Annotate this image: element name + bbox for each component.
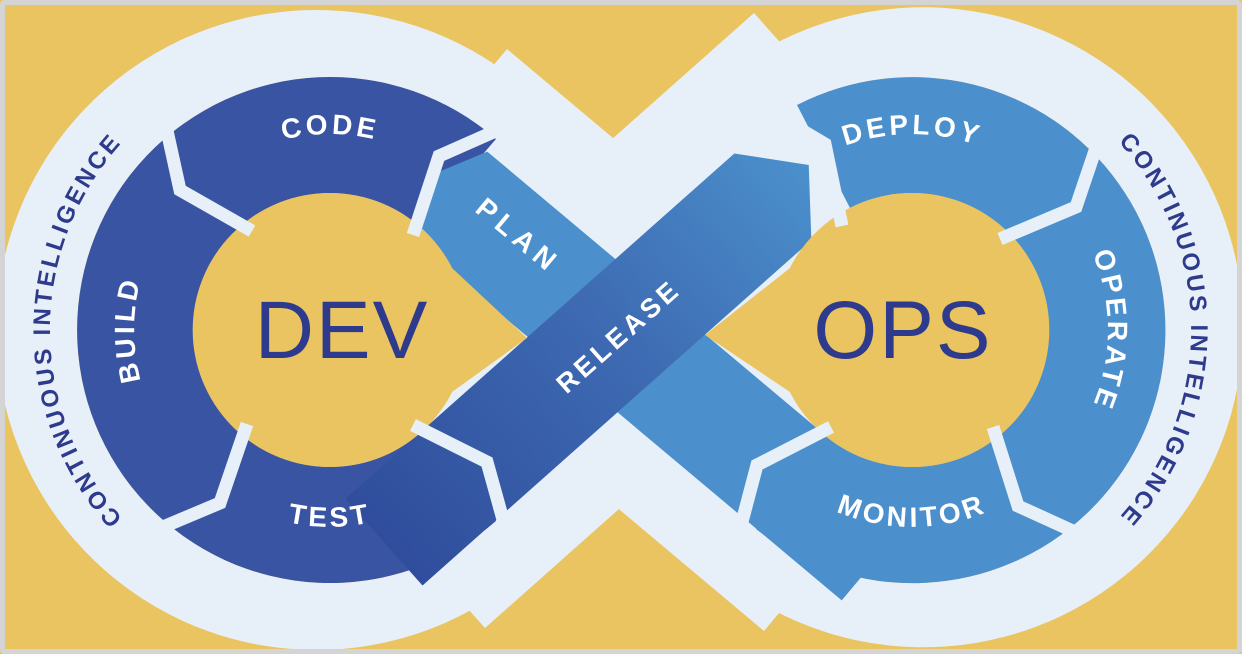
dev-core-tail xyxy=(452,268,527,392)
plan-ribbon-shape xyxy=(412,151,917,601)
chevron-operate-to-monitor xyxy=(986,425,1089,543)
track-arc-left xyxy=(0,10,522,650)
dev-label: DEV xyxy=(255,285,430,376)
ops-label: OPS xyxy=(813,285,992,376)
track-arc-right xyxy=(720,7,1242,648)
ops-ring xyxy=(756,77,1166,584)
chevron-monitor-to-plan xyxy=(731,421,834,539)
chevron-plan-to-code xyxy=(406,120,510,238)
chevron-code-to-build xyxy=(157,115,256,237)
ops-core-tail xyxy=(705,268,790,392)
dev-ring xyxy=(77,76,497,583)
dev-core xyxy=(193,193,527,467)
test-segment-label: TEST xyxy=(286,498,373,533)
chevron-build-to-test xyxy=(148,421,254,538)
plan-ribbon: PLAN xyxy=(412,151,917,601)
code-segment-label: CODE xyxy=(278,109,381,146)
chevron-release-to-deploy xyxy=(757,100,849,228)
build-segment-label: BUILD xyxy=(109,274,147,386)
chevron-test-to-release xyxy=(410,419,514,536)
chevron-deploy-to-operate xyxy=(997,133,1107,245)
release-ribbon-shape xyxy=(345,153,812,586)
ops-core-circle xyxy=(775,193,1049,467)
ops-core xyxy=(705,193,1049,467)
dev-core-circle xyxy=(193,193,467,467)
segment-chevrons xyxy=(148,100,1107,543)
